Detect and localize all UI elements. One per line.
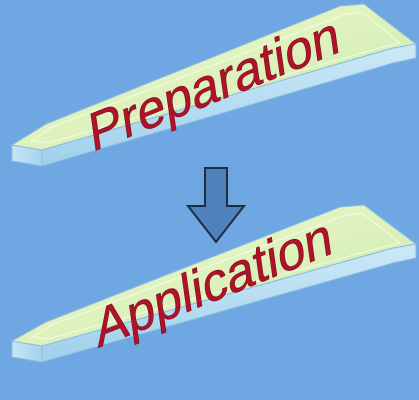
- down-arrow-icon: [188, 168, 244, 242]
- preparation-block: Preparation: [12, 4, 416, 166]
